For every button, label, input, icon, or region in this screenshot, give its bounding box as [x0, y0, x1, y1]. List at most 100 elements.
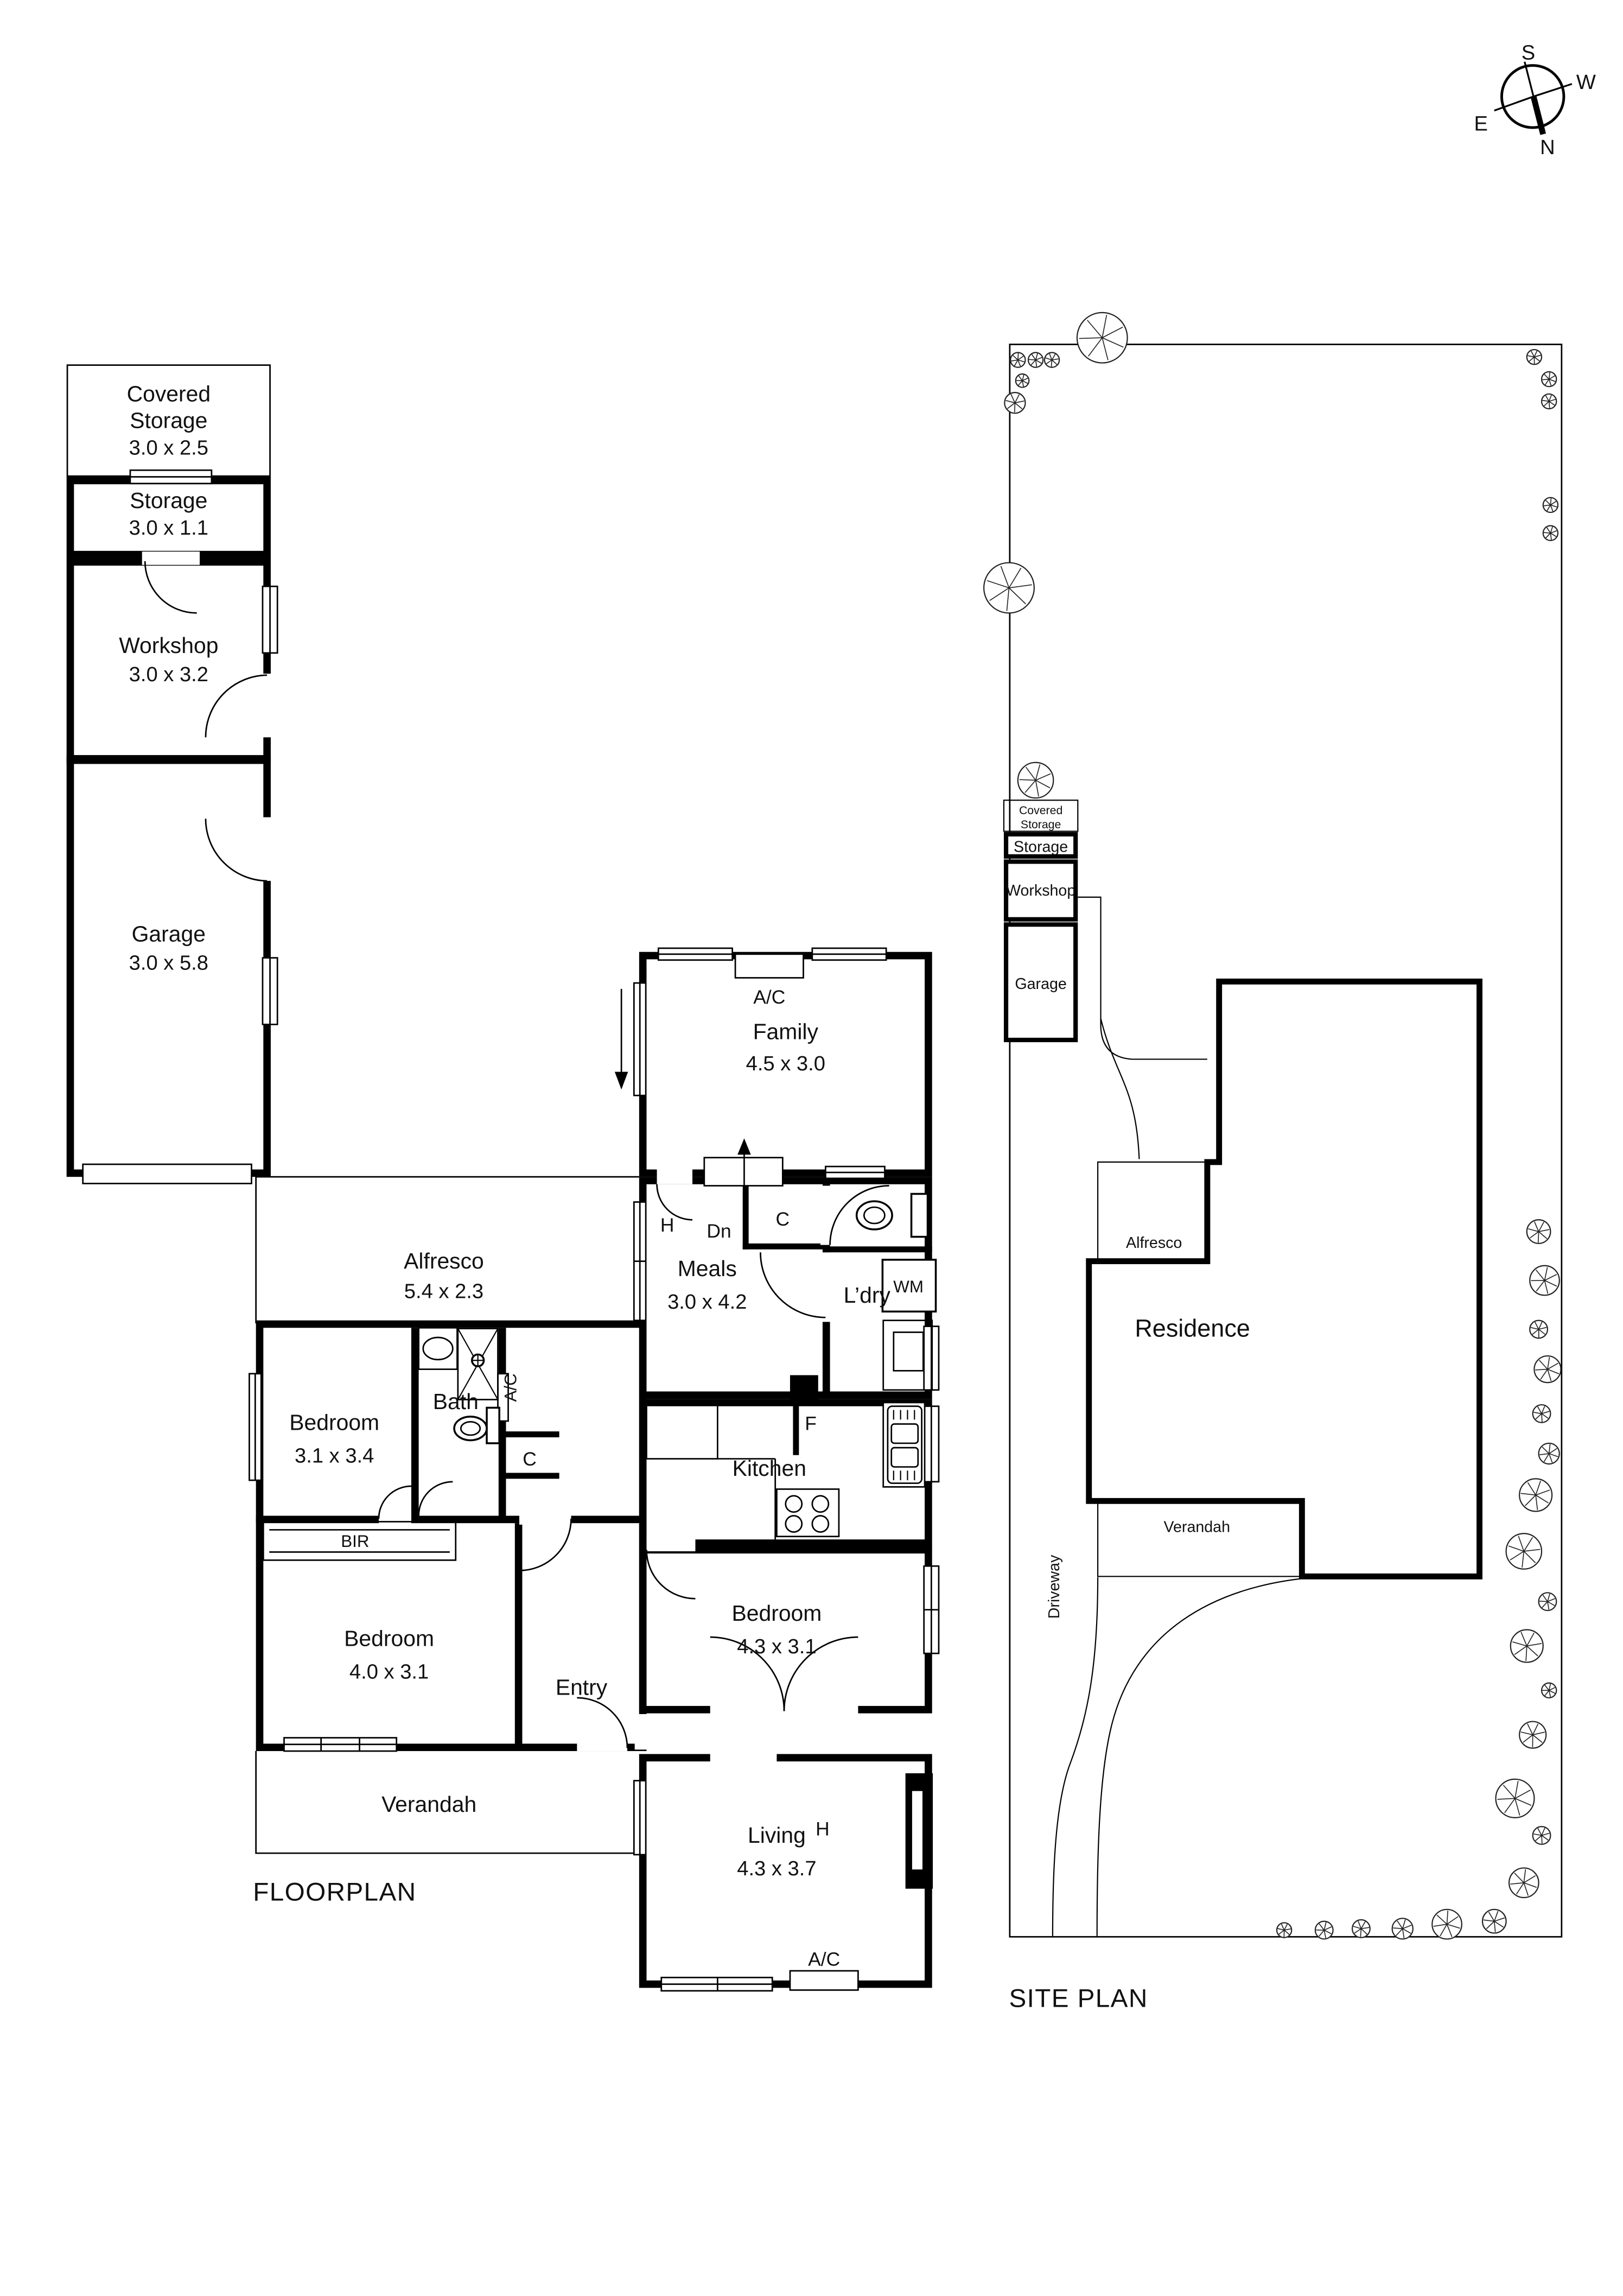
bir-label: BIR	[341, 1532, 369, 1551]
passage-opening	[634, 1714, 648, 1750]
tree-icon	[1017, 762, 1054, 799]
room-dims: 4.3 x 3.1	[737, 1635, 816, 1658]
window	[811, 947, 887, 961]
room-label: Bath	[433, 1389, 479, 1414]
window	[262, 957, 278, 1025]
path-curve	[1100, 1018, 1140, 1159]
ac-label: A/C	[808, 1948, 840, 1970]
door-arc	[829, 1185, 889, 1245]
door-opening	[646, 1536, 696, 1551]
site-verandah-outline	[1097, 1501, 1302, 1577]
compass-icon: S N W E	[1474, 41, 1596, 159]
h-label: H	[816, 1818, 830, 1840]
residence-outline	[1086, 978, 1482, 1580]
window	[657, 947, 733, 961]
room-dims: 3.0 x 5.8	[129, 951, 208, 974]
tree-icon	[1538, 1442, 1560, 1465]
washing-machine-icon	[881, 1259, 937, 1313]
door-opening	[260, 817, 276, 881]
window	[660, 1976, 773, 1992]
room-label: Entry	[556, 1675, 608, 1699]
trees	[983, 312, 1562, 1940]
fixtures	[262, 1193, 937, 1889]
tree-icon	[1519, 1721, 1547, 1749]
compass-s: S	[1522, 41, 1535, 65]
tree-icon	[1542, 497, 1559, 513]
site-alfresco-outline	[1097, 1161, 1207, 1261]
tree-icon	[1076, 312, 1128, 364]
room-label: Meals	[678, 1256, 737, 1281]
tree-icon	[1519, 1478, 1553, 1512]
window	[633, 982, 647, 1096]
compass-e: E	[1474, 112, 1488, 136]
tree-icon	[1526, 1219, 1551, 1244]
window	[249, 1373, 262, 1481]
compass-w: W	[1576, 71, 1596, 94]
window	[283, 1737, 398, 1752]
driveway-label: Driveway	[1046, 1555, 1063, 1619]
door-arc	[144, 561, 197, 614]
toilet-icon	[855, 1193, 929, 1238]
window	[923, 1405, 940, 1483]
room-dims: 3.1 x 3.4	[295, 1444, 374, 1467]
site-storage	[1003, 832, 1078, 859]
sliding-door	[129, 469, 213, 485]
family-walls	[639, 952, 932, 1177]
tree-icon	[1314, 1920, 1334, 1940]
floorplan-title: FLOORPLAN	[253, 1878, 416, 1906]
laundry-trough-icon	[882, 1320, 933, 1391]
floorplan: Covered Storage 3.0 x 2.5 Storage 3.0 x …	[66, 364, 940, 1992]
door-arc	[418, 1481, 453, 1516]
door-opening	[710, 1751, 777, 1765]
room-label: Bedroom	[344, 1626, 434, 1651]
room-dims: 3.0 x 1.1	[129, 516, 208, 540]
window	[825, 1165, 886, 1179]
tree-icon	[1526, 348, 1543, 365]
c-label: C	[776, 1208, 790, 1230]
tree-icon	[1542, 525, 1559, 541]
room-label: Covered	[127, 381, 211, 406]
room-label: Kitchen	[733, 1456, 806, 1481]
ac-label: A/C	[501, 1373, 520, 1401]
h-label: H	[660, 1214, 674, 1236]
path-line	[1078, 896, 1207, 1060]
window	[262, 585, 278, 654]
site-plan-title: SITE PLAN	[1009, 1984, 1148, 2013]
room-label: Living	[748, 1823, 806, 1848]
room-label: Family	[753, 1019, 819, 1044]
door-opening	[820, 1185, 832, 1245]
door-opening	[378, 1514, 411, 1525]
site-covered-storage	[1003, 800, 1079, 832]
sink-icon	[882, 1401, 926, 1488]
room-label: Storage	[130, 408, 207, 433]
door-arc	[378, 1485, 411, 1519]
site-plan-labels: Covered Storage Storage Workshop Garage …	[1006, 804, 1250, 2013]
built-in-robe	[262, 1521, 457, 1561]
site-label: Verandah	[1164, 1519, 1231, 1536]
room-label: Garage	[132, 922, 206, 947]
dn-label: Dn	[707, 1220, 731, 1242]
tree-icon	[1431, 1908, 1462, 1940]
tree-icon	[1541, 393, 1557, 410]
door-arc	[646, 1550, 696, 1600]
compass-n: N	[1540, 136, 1555, 159]
kitchen-bench	[646, 1401, 777, 1540]
door-opening	[519, 1514, 571, 1525]
site-workshop	[1003, 859, 1078, 922]
room-dims: 4.5 x 3.0	[746, 1052, 825, 1075]
tree-icon	[1532, 1826, 1551, 1845]
f-label: F	[805, 1412, 817, 1434]
shower-icon	[457, 1328, 499, 1400]
driveway-edge	[1096, 1576, 1317, 1936]
room-label: Storage	[130, 488, 207, 513]
sliding-door	[633, 1201, 647, 1322]
room-label: Verandah	[381, 1792, 476, 1817]
toilet-icon	[453, 1406, 500, 1444]
room-dims: 3.0 x 4.2	[667, 1290, 747, 1314]
tree-icon	[1510, 1629, 1544, 1663]
main-house-walls	[256, 952, 932, 1988]
site-label: Workshop	[1006, 882, 1075, 899]
french-door-arc	[783, 1636, 858, 1711]
